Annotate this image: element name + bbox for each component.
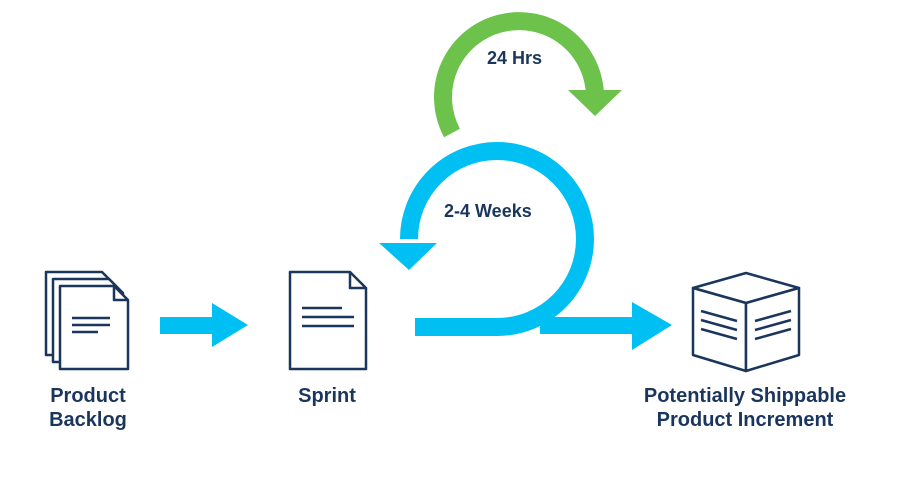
daily-cycle-arrow [434,12,622,138]
product-backlog-label-line1: Product [50,385,126,407]
sprint-label: Sprint [298,385,356,407]
product-backlog-label-line2: Backlog [49,409,127,431]
arrow-backlog-to-sprint [160,303,248,347]
daily-cycle-label: 24 Hrs [487,48,543,68]
product-backlog-label: Product Backlog [38,384,138,432]
stacked-documents-icon [44,270,130,371]
product-increment-label: Potentially Shippable Product Increment [610,384,880,432]
product-increment-label-line2: Product Increment [656,409,834,431]
box-icon [691,271,801,373]
document-icon [288,270,368,371]
arrow-sprint-to-increment [540,302,672,350]
product-increment-label-line1: Potentially Shippable [643,385,847,407]
sprint-cycle-label: 2-4 Weeks [444,201,532,221]
sprint-cycle-arrow [379,142,594,336]
